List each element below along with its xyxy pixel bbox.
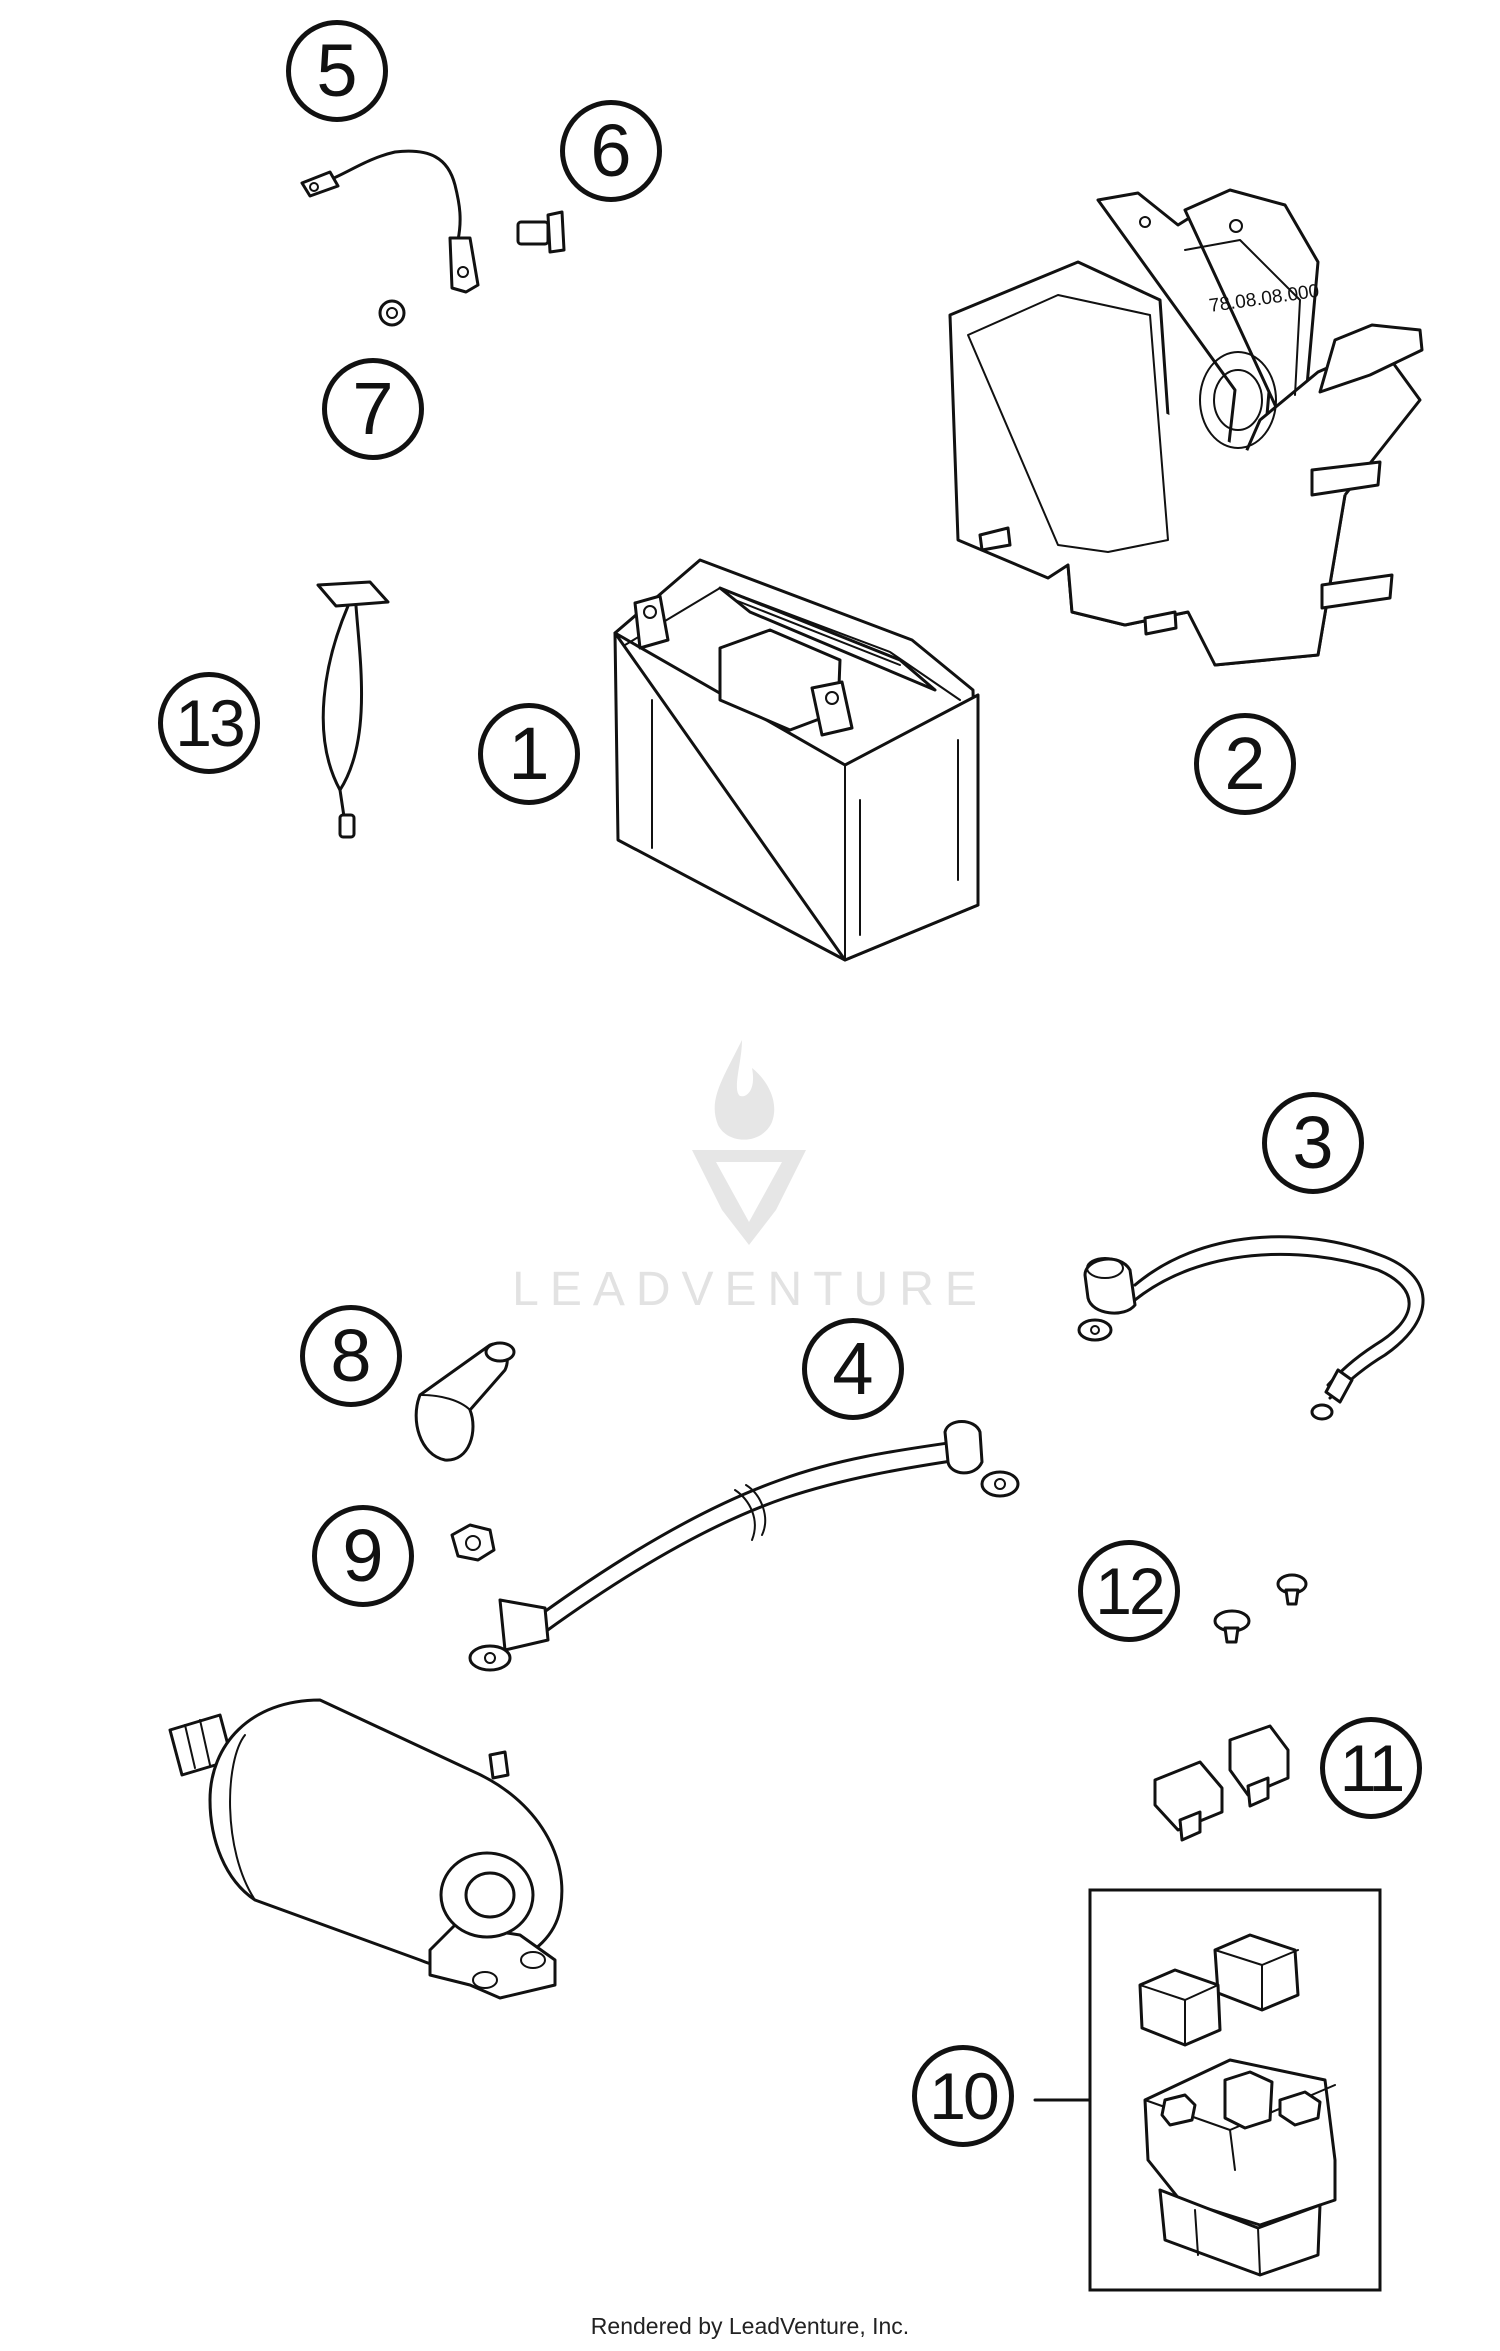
watermark-logo: [692, 1040, 806, 1245]
fuse-screws[interactable]: [1213, 1573, 1308, 1644]
screw[interactable]: [516, 210, 566, 254]
starter-relay[interactable]: [1033, 1888, 1382, 2292]
terminal-cap[interactable]: [414, 1341, 516, 1462]
callout-2[interactable]: 2: [1194, 713, 1296, 815]
starter-motor[interactable]: [168, 1698, 564, 2000]
battery[interactable]: [613, 558, 980, 962]
callout-5[interactable]: 5: [286, 20, 388, 122]
negative-cable[interactable]: [468, 1420, 1020, 1672]
ground-wire[interactable]: [300, 149, 480, 294]
callout-4[interactable]: 4: [802, 1318, 904, 1420]
callout-6[interactable]: 6: [560, 100, 662, 202]
vent-tube[interactable]: [316, 580, 390, 839]
callout-3[interactable]: 3: [1262, 1092, 1364, 1194]
relay-inset-frame: [1088, 1888, 1382, 2292]
callout-7[interactable]: 7: [322, 358, 424, 460]
callout-8[interactable]: 8: [300, 1305, 402, 1407]
battery-housing[interactable]: 78.08.08.000: [948, 188, 1424, 667]
nut[interactable]: [450, 1523, 496, 1562]
footer-credit: Rendered by LeadVenture, Inc.: [590, 2313, 910, 2339]
callout-10[interactable]: 10: [912, 2045, 1014, 2147]
callout-13[interactable]: 13: [158, 672, 260, 774]
positive-cable[interactable]: [1077, 1235, 1425, 1421]
callout-11[interactable]: 11: [1320, 1717, 1422, 1819]
callout-9[interactable]: 9: [312, 1505, 414, 1607]
callout-1[interactable]: 1: [478, 703, 580, 805]
watermark-text: LEADVENTURE: [512, 1263, 988, 1316]
fuses[interactable]: [1153, 1724, 1290, 1842]
callout-12[interactable]: 12: [1078, 1540, 1180, 1642]
lock-washer[interactable]: [378, 299, 406, 327]
